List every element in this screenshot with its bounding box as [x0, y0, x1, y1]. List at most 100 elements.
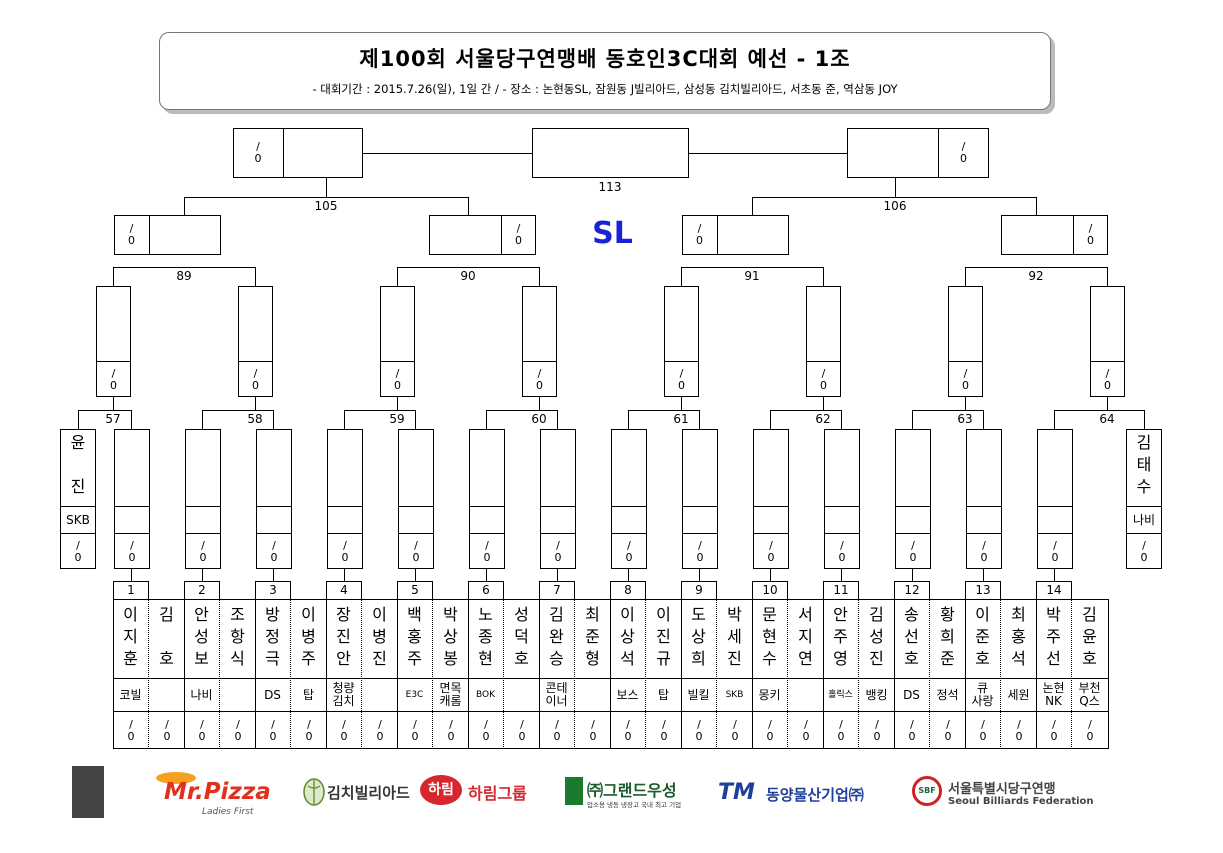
bracket-line	[912, 410, 913, 429]
score-cell: / 0	[731, 718, 739, 743]
player-club: 홀릭스	[828, 689, 853, 700]
score-cell: / 0	[340, 718, 348, 743]
score-cell: / 0	[1087, 222, 1094, 247]
slot-divider	[398, 533, 434, 534]
table-divider	[752, 599, 753, 749]
player-name: 최 홍 석	[1011, 605, 1026, 668]
bracket-line	[1054, 410, 1055, 429]
slot-divider	[185, 533, 221, 534]
slot-box	[682, 429, 718, 569]
slot-box	[469, 429, 505, 569]
slot-divider	[753, 506, 789, 507]
player-club: 탑	[302, 687, 315, 702]
bracket-line	[415, 569, 416, 581]
player-name: 이 준 호	[975, 605, 990, 668]
sbf-badge: SBF	[912, 776, 942, 806]
player-club: 코빌	[119, 687, 142, 702]
cabbage-icon	[303, 778, 325, 806]
score-cell: / 0	[376, 718, 384, 743]
player-club	[362, 679, 397, 711]
score-cell: / 0	[1086, 718, 1094, 743]
player-name: 도 상 희	[691, 605, 706, 668]
score-cell: / 0	[412, 539, 420, 564]
bye-name-left: 윤 진	[70, 433, 86, 496]
match-number: 91	[744, 269, 760, 283]
player-club: 면목 캐롬	[439, 681, 462, 708]
bracket-line	[1054, 410, 1144, 411]
score-cell: / 0	[589, 718, 597, 743]
slot-divider	[717, 215, 718, 255]
score-cell: / 0	[909, 539, 917, 564]
player-club: 탑	[657, 687, 670, 702]
player-club	[149, 679, 184, 711]
slot-divider	[540, 533, 576, 534]
score-cell: / 0	[74, 539, 82, 564]
slot-divider	[60, 506, 96, 507]
player-name: 박 세 진	[727, 605, 742, 668]
match-number: 59	[389, 412, 405, 426]
bracket-line	[965, 397, 966, 410]
slot-divider	[327, 506, 363, 507]
slot-divider	[256, 506, 292, 507]
slot-divider	[1126, 533, 1162, 534]
match-number: 58	[247, 412, 263, 426]
slot-divider	[469, 506, 505, 507]
bracket-line	[255, 397, 256, 410]
player-club	[575, 679, 610, 711]
bracket-line	[397, 397, 398, 410]
player-name: 안 주 영	[833, 605, 848, 668]
table-divider	[113, 711, 1109, 712]
slot-box	[1037, 429, 1073, 569]
semifinal-box	[429, 215, 536, 255]
player-club: 콘테 이너	[545, 681, 568, 708]
group-number-tab: 10	[752, 581, 788, 599]
score-cell: / 0	[1140, 539, 1148, 564]
slot-divider	[611, 533, 647, 534]
bracket-line	[1107, 397, 1108, 410]
score-cell: / 0	[341, 539, 349, 564]
match-number: 61	[673, 412, 689, 426]
table-divider	[965, 599, 966, 749]
grand-icon	[565, 777, 583, 805]
player-club: 부천 Q스	[1078, 681, 1101, 708]
slot-divider	[149, 215, 150, 255]
table-dotted-divider	[1071, 599, 1072, 749]
match-number: 113	[598, 180, 622, 194]
winner-box	[806, 286, 841, 397]
score-cell: / 0	[198, 718, 206, 743]
score-cell: / 0	[696, 222, 703, 247]
table-dotted-divider	[645, 599, 646, 749]
slot-divider	[114, 506, 150, 507]
bracket-line	[689, 153, 847, 154]
slot-box	[611, 429, 647, 569]
group-number-tab: 12	[894, 581, 930, 599]
score-cell: / 0	[625, 539, 633, 564]
mrpizza-tagline: Ladies First	[202, 807, 254, 817]
slot-divider	[469, 533, 505, 534]
score-cell: / 0	[944, 718, 952, 743]
slot-box	[256, 429, 292, 569]
score-cell: / 0	[269, 718, 277, 743]
bracket-line	[770, 410, 841, 411]
group-number-tab: 2	[184, 581, 220, 599]
bracket-line	[344, 410, 345, 429]
score-cell: / 0	[515, 222, 522, 247]
score-cell: / 0	[254, 140, 262, 165]
bracket-line	[1144, 410, 1145, 429]
player-club: 청량 김치	[332, 681, 355, 708]
harim-badge: 하림	[420, 775, 462, 805]
score-cell: / 0	[536, 367, 543, 392]
score-cell: / 0	[820, 367, 827, 392]
player-club: 세원	[1007, 687, 1030, 702]
semifinal-box	[114, 215, 221, 255]
final-box-left	[233, 128, 363, 178]
player-club	[504, 679, 539, 711]
slot-box	[540, 429, 576, 569]
player-name: 서 지 연	[798, 605, 813, 668]
player-name: 방 정 극	[265, 605, 280, 668]
table-divider	[184, 599, 185, 749]
bracket-line	[912, 569, 913, 581]
match-number: 89	[176, 269, 192, 283]
bracket-line	[113, 267, 255, 268]
bracket-line	[326, 178, 327, 181]
